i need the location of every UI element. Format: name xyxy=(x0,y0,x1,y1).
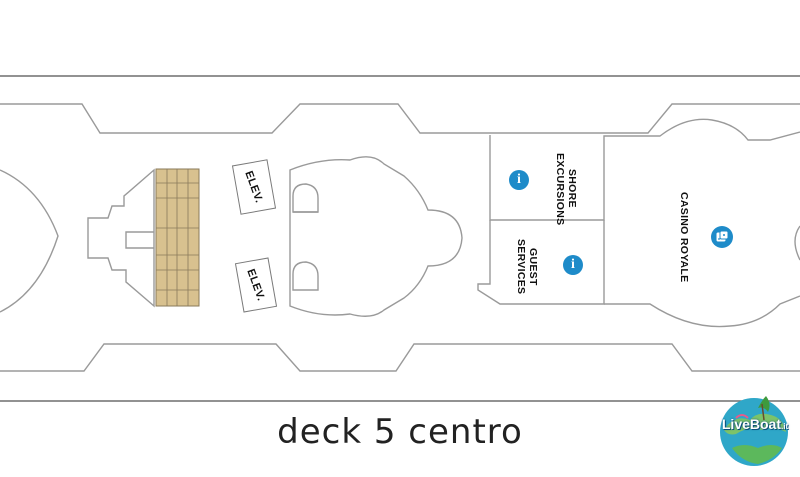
forward-stair-structure xyxy=(87,168,155,308)
shore-excursions-label: SHORE EXCURSIONS xyxy=(554,153,578,226)
staircase-block xyxy=(155,168,200,307)
casino-area-lower-outline xyxy=(604,295,800,328)
deck-title: deck 5 centro xyxy=(277,412,523,452)
guest-services-label: GUEST SERVICES xyxy=(515,238,539,296)
guest-services-label-line1: GUEST xyxy=(527,248,539,286)
logo-text: LiveBoat.it xyxy=(718,416,792,432)
liveboat-logo: LiveBoat.it xyxy=(714,390,794,470)
logo-text-suffix: .it xyxy=(781,422,789,431)
forward-stair-notch xyxy=(125,231,154,249)
shore-excursions-info-icon[interactable]: i xyxy=(509,170,529,190)
dice-icon xyxy=(716,230,729,242)
atrium-seat-lower xyxy=(292,261,319,291)
casino-royale-label-line1: CASINO ROYALE xyxy=(678,192,690,283)
forward-lounge-outline xyxy=(0,169,59,313)
elevator-lower-label: ELEV. xyxy=(244,267,268,303)
casino-royale-label: CASINO ROYALE xyxy=(678,190,690,285)
hull-outline-top xyxy=(0,103,800,134)
logo-globe-icon xyxy=(720,396,788,466)
elevator-upper-label: ELEV. xyxy=(242,169,266,205)
staircase-lines xyxy=(156,169,199,306)
logo-text-main: LiveBoat xyxy=(721,416,781,432)
shore-excursions-label-line1: SHORE xyxy=(566,168,578,208)
casino-icon[interactable] xyxy=(711,226,733,248)
hull-outline-bottom xyxy=(0,343,800,372)
atrium-seat-upper xyxy=(292,183,319,213)
central-atrium-outline xyxy=(289,156,463,317)
aft-lounge-outline xyxy=(794,225,800,261)
guest-services-info-icon[interactable]: i xyxy=(563,255,583,275)
casino-area-outline xyxy=(622,118,800,141)
guest-services-room xyxy=(477,220,605,305)
shore-excursions-label-line2: EXCURSIONS xyxy=(554,153,566,226)
guest-services-label-line2: SERVICES xyxy=(515,239,527,295)
